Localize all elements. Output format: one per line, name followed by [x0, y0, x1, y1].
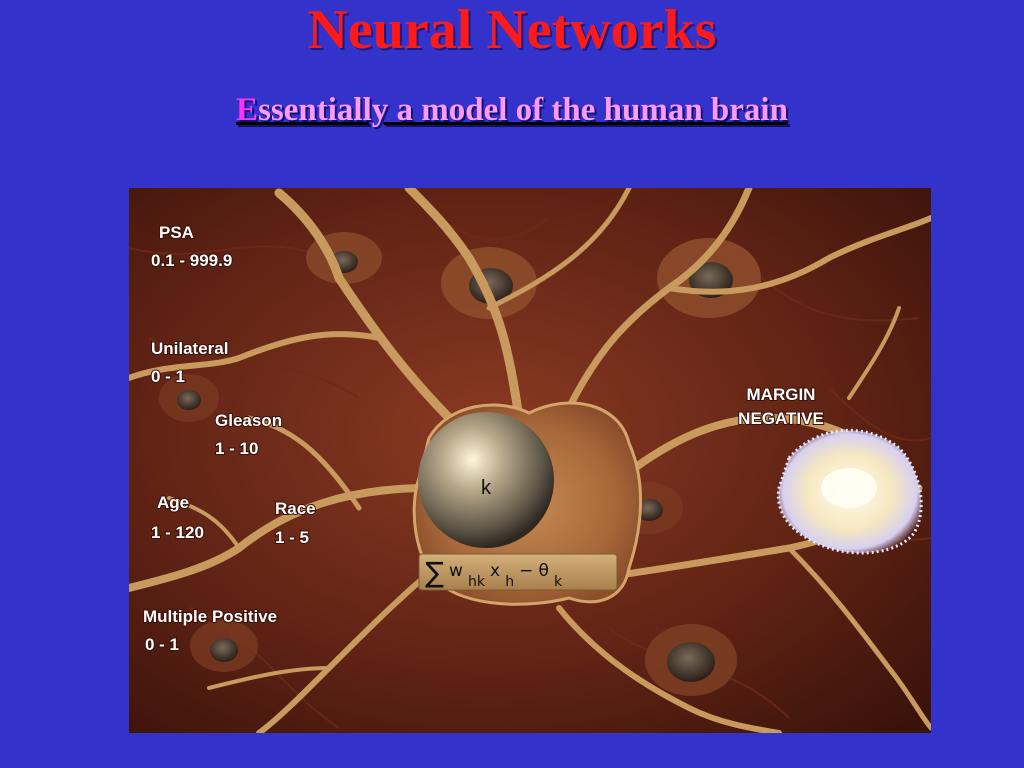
slide-subtitle: Essentially a model of the human brain: [0, 90, 1024, 130]
input-gleason-range: 1 - 10: [215, 439, 258, 458]
nucleus-k: [418, 412, 554, 548]
weight-subscript: hk: [468, 574, 486, 590]
minus-symbol: −: [519, 561, 533, 581]
input-labels: PSA 0.1 - 999.9 Unilateral 0 - 1 Gleason…: [142, 222, 317, 655]
theta-subscript: k: [554, 574, 563, 590]
output-label-line2: NEGATIVE: [738, 409, 824, 428]
input-psa-name: PSA: [159, 223, 194, 242]
input-symbol: x: [490, 561, 500, 581]
theta-symbol: θ: [539, 561, 549, 581]
subtitle-initial: E: [236, 92, 259, 128]
sigma-symbol: ∑: [425, 556, 444, 589]
neuron-label: k: [481, 477, 492, 499]
input-multiple-positive-name: Multiple Positive: [143, 607, 277, 626]
input-subscript: h: [505, 574, 514, 590]
weight-symbol: w: [449, 561, 463, 581]
input-race-range: 1 - 5: [275, 528, 309, 547]
subtitle-text: ssentially a model of the human brain: [258, 92, 788, 128]
input-unilateral-range: 0 - 1: [151, 367, 185, 386]
input-psa-range: 0.1 - 999.9: [151, 251, 232, 270]
input-age-range: 1 - 120: [151, 523, 204, 542]
formula-plate: [418, 553, 618, 591]
activation-formula: ∑ w hk x h − θ k: [425, 556, 563, 590]
neuron-illustration: k ∑ w hk x h − θ k PSA 0.1 - 999.9 Unila…: [129, 188, 931, 733]
input-unilateral-name: Unilateral: [151, 339, 228, 358]
slide-title: Neural Networks: [307, 0, 717, 61]
output-cell: [776, 428, 923, 555]
output-label: MARGIN NEGATIVE: [737, 384, 825, 429]
input-gleason-name: Gleason: [215, 411, 282, 430]
input-age-name: Age: [157, 493, 189, 512]
input-race-name: Race: [275, 499, 316, 518]
output-label-line1: MARGIN: [747, 385, 816, 404]
input-multiple-positive-range: 0 - 1: [145, 635, 179, 654]
